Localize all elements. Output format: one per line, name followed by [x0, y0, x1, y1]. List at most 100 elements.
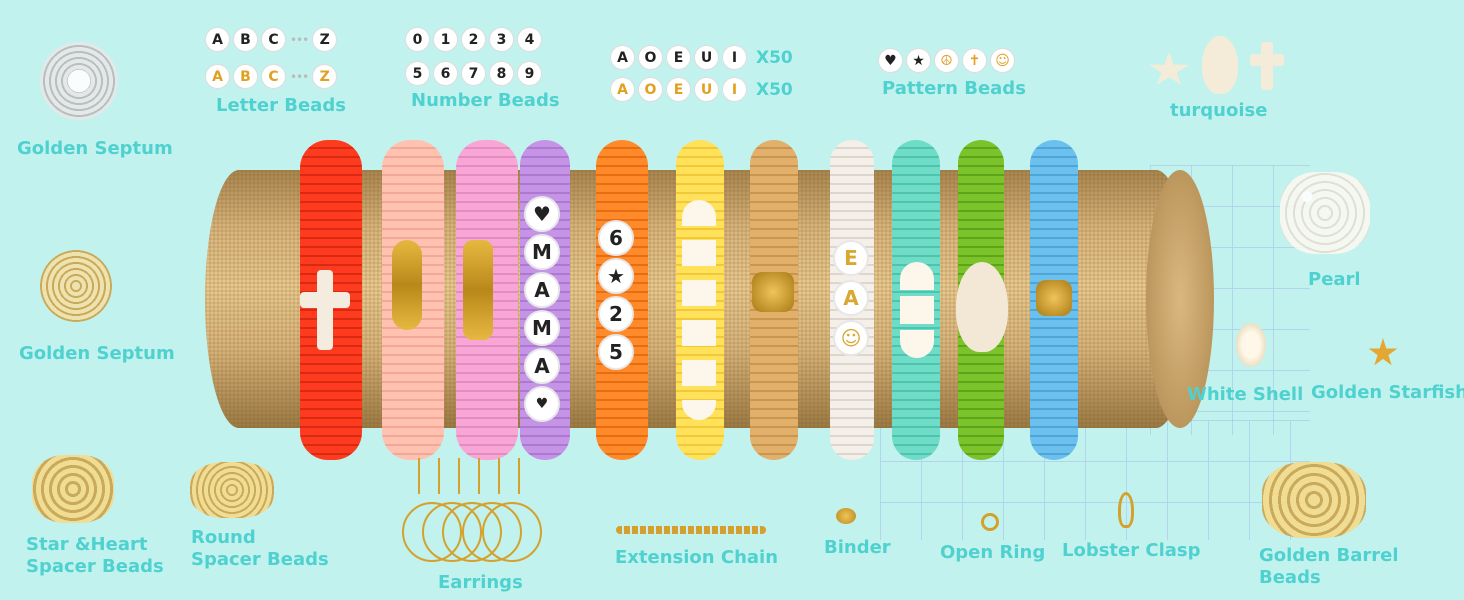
vowel-bead-gold: U: [694, 77, 719, 102]
open-ring-icon: [981, 513, 999, 531]
star-icon: ★: [906, 48, 931, 73]
ea-bead-2: A: [833, 280, 869, 316]
six-star-bead-2: ★: [598, 258, 634, 294]
lobster-clasp-icon: [1118, 492, 1134, 528]
golden-septum-label-2: Golden Septum: [19, 343, 175, 364]
number-bead: 5: [405, 61, 430, 86]
mama-bead-6: ♥: [524, 386, 560, 422]
white-cross-bead: [300, 270, 350, 350]
number-bead: 3: [489, 27, 514, 52]
mama-bead-4: M: [524, 310, 560, 346]
vowel-bead-gold: A: [610, 77, 635, 102]
open-ring-label: Open Ring: [940, 542, 1046, 563]
six-star-bead-3: 2: [598, 296, 634, 332]
white-shell-label: White Shell: [1187, 384, 1304, 405]
gold-heart-bead-blue: [1036, 280, 1072, 316]
letter-bead-gold: C: [261, 64, 286, 89]
gold-heart-bead-tan: [752, 272, 794, 312]
star-heart-spacer-label: Star &Heart Spacer Beads: [26, 534, 164, 577]
pattern-beads-label: Pattern Beads: [882, 78, 1026, 99]
pearl-pile: [1280, 172, 1370, 254]
turquoise-cross: [1250, 42, 1284, 90]
pearl-beads-yellow: [682, 200, 716, 420]
vowel-beads-row-1: A O E U I X50: [610, 45, 793, 70]
number-beads-row-1: 0 1 2 3 4: [405, 27, 545, 52]
letter-beads-label: Letter Beads: [216, 95, 346, 116]
letter-bead-gold: Z: [312, 64, 338, 89]
ea-bead-1: E: [833, 240, 869, 276]
golden-septum-pile-2: [40, 250, 112, 322]
golden-septum-pile-1: [40, 42, 118, 120]
white-shell: [1236, 323, 1266, 367]
letter-beads-row-2: A B C ••• Z: [205, 64, 340, 89]
extension-chain-label: Extension Chain: [615, 547, 779, 568]
burlap-tube-end: [1146, 170, 1214, 428]
lobster-clasp-label: Lobster Clasp: [1062, 540, 1201, 561]
letter-bead: A: [205, 27, 230, 52]
number-bead: 4: [517, 27, 542, 52]
letter-bead: B: [233, 27, 258, 52]
round-spacer-pile: [190, 462, 274, 518]
vowel-count-1: X50: [756, 47, 793, 68]
letter-bead: Z: [312, 27, 338, 52]
pattern-beads-row: ♥ ★ ☮ ✝ ☺: [878, 48, 1018, 73]
pearl-label: Pearl: [1308, 269, 1361, 290]
mama-bead-5: A: [524, 348, 560, 384]
golden-barrel-label: Golden Barrel Beads: [1259, 545, 1399, 588]
mama-bead-2: M: [524, 234, 560, 270]
number-beads-label: Number Beads: [411, 90, 560, 111]
turquoise-leaf-bead: [956, 262, 1008, 352]
golden-starfish-label: Golden Starfish: [1311, 382, 1464, 403]
earring-hooks: [404, 458, 532, 494]
number-bead: 6: [433, 61, 458, 86]
earrings-label: Earrings: [438, 572, 523, 593]
extension-chain: [616, 526, 766, 534]
vowel-bead-gold: E: [666, 77, 691, 102]
mama-bead-1: ♥: [524, 196, 560, 232]
number-bead: 1: [433, 27, 458, 52]
smiley-icon: ☺: [990, 48, 1015, 73]
binder-icon: [836, 508, 856, 524]
number-beads-row-2: 5 6 7 8 9: [405, 61, 545, 86]
turquoise-label: turquoise: [1170, 100, 1268, 121]
turquoise-starfish: [1148, 52, 1190, 85]
number-bead: 8: [489, 61, 514, 86]
round-spacer-label: Round Spacer Beads: [191, 527, 329, 570]
gold-star-beads: [463, 240, 493, 340]
vowel-bead: O: [638, 45, 663, 70]
six-star-bead-1: 6: [598, 220, 634, 256]
star-heart-spacer-pile: [32, 455, 114, 523]
six-star-bead-4: 5: [598, 334, 634, 370]
peace-icon: ☮: [934, 48, 959, 73]
letter-beads-row-1: A B C ••• Z: [205, 27, 340, 52]
heart-icon: ♥: [878, 48, 903, 73]
cross-icon: ✝: [962, 48, 987, 73]
golden-starfish-icon: [1368, 338, 1398, 366]
vowel-count-2: X50: [756, 79, 793, 100]
golden-septum-label-1: Golden Septum: [17, 138, 173, 159]
vowel-beads-row-2: A O E U I X50: [610, 77, 793, 102]
number-bead: 0: [405, 27, 430, 52]
number-bead: 9: [517, 61, 542, 86]
letter-bead-gold: B: [233, 64, 258, 89]
vowel-bead: A: [610, 45, 635, 70]
pearl-beads-mint: [900, 262, 934, 358]
vowel-bead: U: [694, 45, 719, 70]
ea-bead-3: ☺: [833, 320, 869, 356]
letter-bead: C: [261, 27, 286, 52]
gold-ball-beads: [392, 240, 422, 330]
vowel-bead: E: [666, 45, 691, 70]
ellipsis-dots: •••: [290, 69, 309, 84]
mama-bead-3: A: [524, 272, 560, 308]
grid-backdrop-bottom: [880, 420, 1310, 540]
number-bead: 7: [461, 61, 486, 86]
golden-barrel-pile: [1262, 462, 1366, 538]
letter-bead-gold: A: [205, 64, 230, 89]
vowel-bead-gold: O: [638, 77, 663, 102]
earring-hoop-5: [482, 502, 542, 562]
ellipsis-dots: •••: [290, 32, 309, 47]
number-bead: 2: [461, 27, 486, 52]
vowel-bead-gold: I: [722, 77, 747, 102]
vowel-bead: I: [722, 45, 747, 70]
